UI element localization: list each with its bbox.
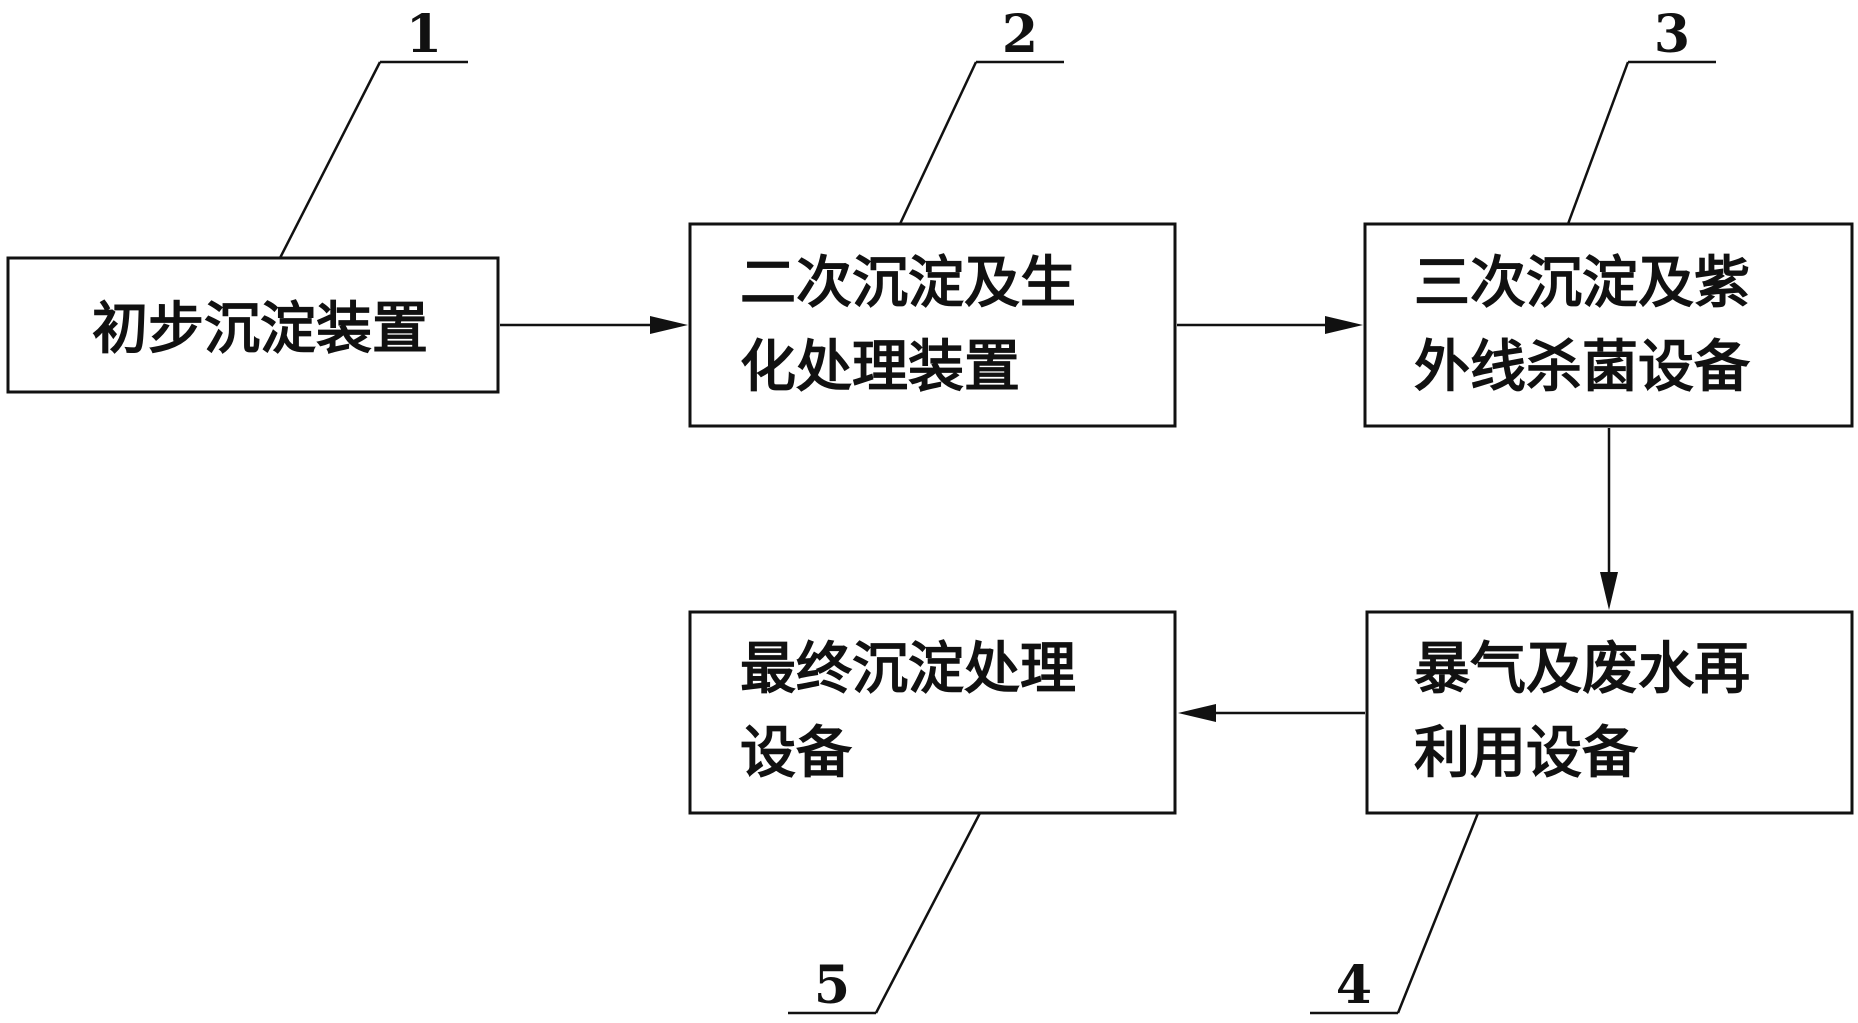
callout-1: 1	[278, 4, 468, 259]
box-secondary-sedimentation-biochemical: 二次沉淀及生 化处理装置	[688, 222, 1177, 428]
callout-5: 5	[788, 812, 982, 1016]
box-final-sedimentation: 最终沉淀处理 设备	[688, 610, 1177, 815]
box-label-tertiary-line-1: 三次沉淀及紫	[1414, 251, 1750, 316]
box-label-aeration-line-2: 利用设备	[1414, 721, 1639, 786]
callout-4: 4	[1310, 812, 1480, 1016]
flow-arrow-2-to-3	[1177, 316, 1363, 334]
box-label-secondary-line-1: 二次沉淀及生	[740, 251, 1076, 316]
box-label-final-line-1: 最终沉淀处理	[740, 637, 1076, 702]
flow-arrow-1-to-2	[500, 316, 688, 334]
callout-number-1: 1	[406, 4, 442, 65]
callout-number-5: 5	[814, 955, 850, 1016]
callout-number-4: 4	[1336, 955, 1372, 1016]
box-label-primary-sedimentation: 初步沉淀装置	[92, 297, 428, 362]
box-tertiary-sedimentation-uv: 三次沉淀及紫 外线杀菌设备	[1363, 222, 1854, 428]
callout-2: 2	[898, 4, 1064, 225]
box-aeration-wastewater-reuse: 暴气及废水再 利用设备	[1365, 610, 1854, 815]
box-primary-sedimentation: 初步沉淀装置	[6, 256, 500, 394]
flow-arrow-3-to-4	[1600, 428, 1618, 610]
callout-number-3: 3	[1654, 4, 1690, 65]
flow-arrow-4-to-5	[1178, 704, 1365, 722]
box-label-secondary-line-2: 化处理装置	[740, 335, 1020, 400]
box-label-final-line-2: 设备	[740, 721, 853, 786]
callout-3: 3	[1566, 4, 1716, 225]
callout-number-2: 2	[1002, 4, 1038, 65]
box-label-tertiary-line-2: 外线杀菌设备	[1414, 335, 1751, 400]
box-label-aeration-line-1: 暴气及废水再	[1414, 637, 1750, 702]
